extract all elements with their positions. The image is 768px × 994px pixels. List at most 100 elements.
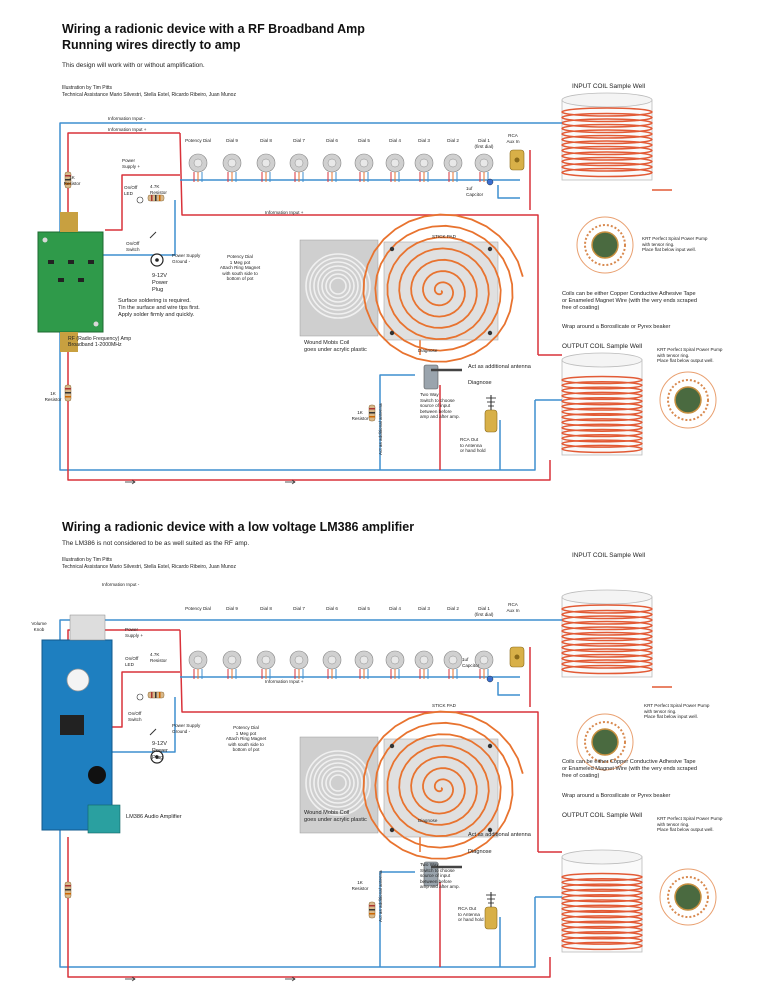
potency-note: Potency Dial 1 Meg pot Attach Ring Magne… (225, 725, 267, 753)
wire-info-minus (59, 122, 556, 255)
dial-label: Dial 8 (260, 606, 272, 611)
rca-aux-in-center-icon (514, 654, 520, 660)
wire-output-bottom (67, 837, 551, 978)
output-coil-turn-icon (561, 444, 643, 454)
info-input-minus-label: Information Input - (108, 116, 146, 121)
wiring-diagram-lm386 (41, 589, 717, 982)
power-plug-label: 9-12V Power Plug (152, 741, 168, 761)
input-coil-turn-icon (561, 653, 653, 664)
output-coil-turn-icon (561, 375, 643, 385)
krt-output-pump-icon-core (674, 883, 702, 911)
output-coil-turn-icon (561, 434, 643, 443)
screw-icon (389, 246, 395, 252)
onoff-switch-label: On/Off Switch (128, 711, 142, 722)
wire-ground-supply (100, 200, 176, 256)
diagnose-small-label: Diagnose (418, 348, 438, 353)
output-coil-turn-icon (561, 909, 643, 919)
wire-info-plus-return (179, 132, 539, 355)
rf-amp-board (37, 231, 104, 333)
input-coil-turn-icon (561, 631, 653, 642)
antenna-vertical-label: Act as additional antenna (378, 403, 383, 455)
output-coil-turn-icon (561, 402, 643, 411)
wire-switch-input (379, 374, 415, 470)
dial-label: Dial 7 (293, 138, 305, 143)
mobis-coil-turn-icon (305, 750, 371, 816)
output-coil-turn-icon (561, 883, 643, 892)
potentiometer-icon (289, 153, 309, 182)
mobis-coil-turn-icon (309, 257, 367, 315)
input-coil-turn-icon (561, 626, 653, 636)
screw-icon (389, 330, 395, 336)
rca-aux-in-label: RCA Aux In (506, 133, 520, 144)
krt-output-pump-icon-ring (667, 379, 709, 421)
capacitor-icon (486, 178, 494, 186)
potentiometer-icon (222, 650, 242, 679)
arrow-icon (125, 976, 136, 982)
input-coil-turn-icon (561, 151, 653, 161)
wiring-diagram-rf (37, 92, 717, 485)
output-coil-turn-icon (561, 396, 643, 406)
krt-input-pump-icon-ring (584, 224, 626, 266)
input-coil-label: INPUT COIL Sample Well (572, 552, 646, 559)
input-coil-turn-icon (561, 167, 653, 178)
wire-switch-input (379, 871, 415, 967)
screw-icon (389, 827, 395, 833)
input-coil-turn-icon (561, 123, 653, 134)
section-title: Wiring a radionic device with a low volt… (62, 520, 415, 534)
output-coil-turn-icon (561, 925, 643, 935)
info-input-plus-label: Information Input + (108, 127, 147, 132)
section-subtitle: This design will work with or without am… (62, 62, 205, 69)
screw-icon (487, 246, 493, 252)
input-coil-turn-icon (561, 145, 653, 156)
credit-illustration: Illustration by Tim Pitts (62, 557, 113, 563)
mobis-coil-label: Wound Mobis Coil goes under acrylic plas… (304, 810, 367, 823)
dial-label: Dial 8 (260, 138, 272, 143)
dial-label: Dial 4 (389, 138, 401, 143)
section-subtitle: The LM386 is not considered to be as wel… (62, 540, 250, 547)
dial-label: Dial 6 (326, 138, 338, 143)
screw-icon (487, 827, 493, 833)
wire-info-plus (67, 132, 180, 230)
smd-component-icon (68, 260, 74, 264)
resistor-1k-lower-icon (64, 881, 72, 899)
output-beaker-rim-icon (561, 849, 643, 865)
capacitor-icon (88, 766, 106, 784)
two-way-switch-label: Two Way Switch to choose source of input… (420, 862, 460, 890)
dial-label: Dial 1 (first dial) (474, 138, 494, 149)
two-way-switch-label: Two Way Switch to choose source of input… (420, 392, 460, 420)
output-coil-turn-icon (561, 893, 643, 903)
arrow-icon (285, 976, 296, 982)
krt-input-pump-icon-core (591, 231, 619, 259)
input-beaker-rim-icon (561, 92, 653, 108)
onoff-led-label: On/Off LED (124, 185, 138, 196)
rca-aux-in-center-icon (514, 157, 520, 163)
mounting-hole-icon (93, 321, 99, 327)
info-input-plus-label-lower: Information Input + (265, 679, 304, 684)
wire-supply-plus (105, 671, 180, 728)
output-coil-turn-icon (561, 428, 643, 438)
krt-output-pump-icon-core (674, 386, 702, 414)
output-coil-turn-icon (561, 904, 643, 914)
input-coil-turn-icon (561, 620, 653, 631)
diagnose-label: Diagnose (468, 380, 492, 386)
input-coil-turn-icon (561, 162, 653, 172)
input-coil-turn-icon (561, 637, 653, 647)
smd-component-icon (88, 260, 94, 264)
input-coil-turn-icon (561, 107, 653, 117)
output-beaker-rim-icon (561, 352, 643, 368)
wire-ground-return (59, 320, 536, 471)
power-ground-label: Power Supply Ground - (172, 253, 201, 264)
rf-amp-connector-bottom (60, 332, 78, 352)
wire-supply-plus (105, 174, 180, 231)
smd-component-icon (48, 260, 54, 264)
dial-label: Dial 3 (418, 138, 430, 143)
output-coil-label: OUTPUT COIL Sample Well (562, 812, 643, 819)
potentiometer-icon (354, 650, 374, 679)
wire-ground-return (59, 817, 536, 968)
potentiometer-icon (188, 650, 208, 679)
resistor-47k-icon (147, 691, 165, 699)
potentiometer-icon (322, 650, 342, 679)
input-coil-turn-icon (561, 140, 653, 150)
two-way-switch-icon (423, 364, 439, 390)
mobis-coil-turn-icon (313, 261, 363, 311)
